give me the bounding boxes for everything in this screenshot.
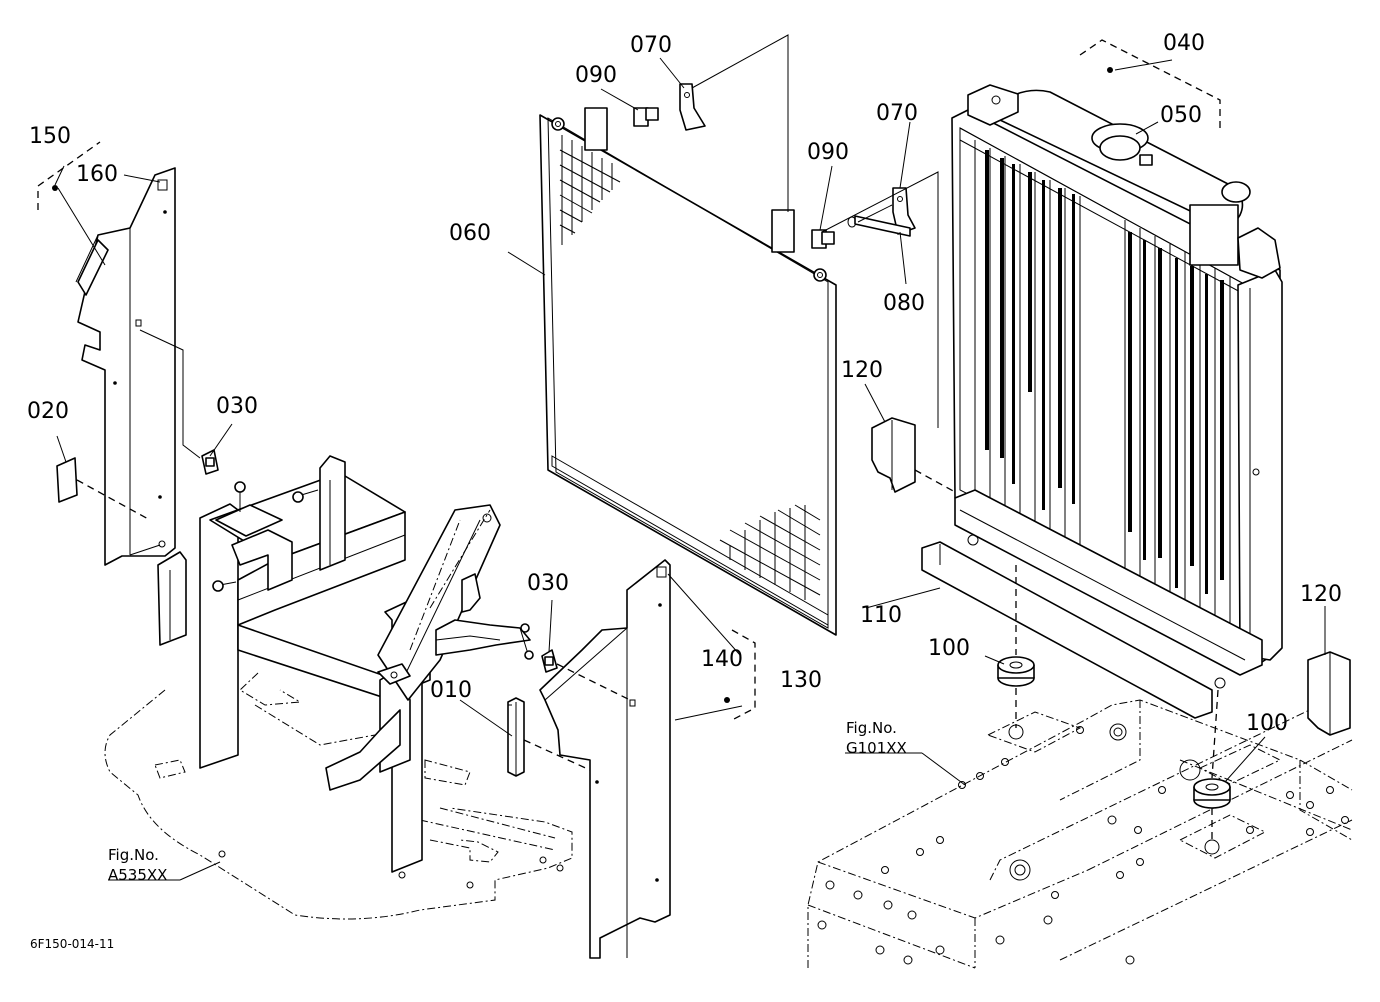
label-150: 150 [29, 124, 71, 149]
label-140: 140 [701, 647, 743, 672]
base-frame-plate [104, 672, 573, 920]
label-020: 020 [27, 399, 69, 424]
label-030-left: 030 [216, 394, 258, 419]
guard-bar-110 [921, 541, 1213, 719]
label-160: 160 [76, 162, 118, 187]
label-080: 080 [883, 291, 925, 316]
rubber-mount-100-left [997, 656, 1035, 687]
ref-frame-line2: A535XX [108, 866, 167, 884]
label-070-right: 070 [876, 101, 918, 126]
leader-lines [54, 57, 1326, 881]
bar-080 [854, 215, 911, 237]
rubber-mount-100-right [1193, 778, 1231, 809]
ref-frame-line1: Fig.No. [108, 846, 159, 864]
bolt-090-right [811, 216, 857, 249]
label-120-left: 120 [841, 358, 883, 383]
clip-030-left [201, 449, 219, 475]
left-shroud-150 [75, 167, 176, 566]
clip-030-right [541, 649, 558, 673]
group-brackets [37, 39, 1221, 721]
strip-010 [507, 697, 525, 777]
label-030-right: 030 [527, 571, 569, 596]
ref-chassis-line2: G101XX [846, 739, 907, 757]
radiator-screen-060 [539, 107, 837, 636]
label-090-right: 090 [807, 140, 849, 165]
rubber-block-120-right [1307, 651, 1351, 736]
label-100-right: 100 [1246, 711, 1288, 736]
radiator-stand-frame [157, 455, 534, 873]
ref-chassis-line1: Fig.No. [846, 719, 897, 737]
bracket-070-top [679, 83, 706, 131]
label-110: 110 [860, 603, 902, 628]
label-070-top: 070 [630, 33, 672, 58]
right-shroud-130 [539, 559, 671, 959]
bolt-090-top [633, 107, 659, 127]
label-120-right: 120 [1300, 582, 1342, 607]
label-010: 010 [430, 678, 472, 703]
label-060: 060 [449, 221, 491, 246]
radiator-040 [951, 84, 1283, 689]
rubber-block-120-left [871, 417, 916, 493]
label-090-top: 090 [575, 63, 617, 88]
label-130: 130 [780, 668, 822, 693]
label-040: 040 [1163, 31, 1205, 56]
seal-020 [56, 457, 78, 503]
part-labels: 010 020 030 030 040 050 060 070 070 080 … [27, 31, 1342, 951]
diagram-code: 6F150-014-11 [30, 937, 114, 951]
radiator-cap-050 [1091, 123, 1153, 166]
label-050: 050 [1160, 103, 1202, 128]
label-100-left: 100 [928, 636, 970, 661]
